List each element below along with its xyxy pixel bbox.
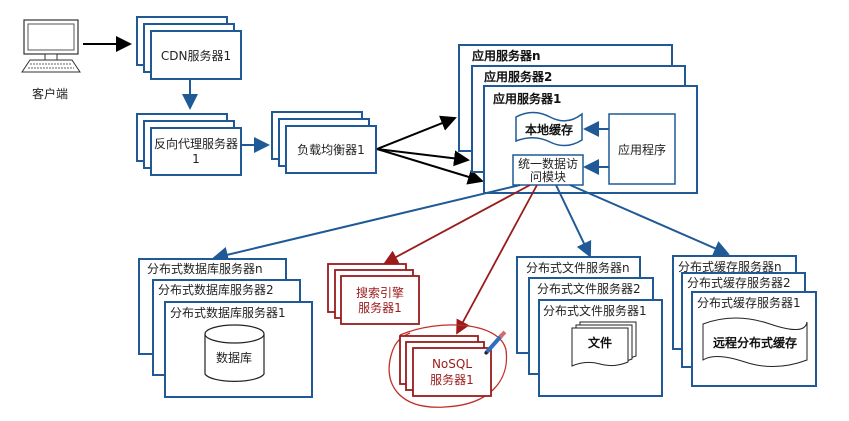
application-label: 应用程序 xyxy=(618,142,666,157)
database-label: 数据库 xyxy=(216,350,252,365)
file-document-icon xyxy=(571,321,637,367)
file-server-1-label: 分布式文件服务器1 xyxy=(543,303,647,318)
search-label-1: 搜索引擎 xyxy=(356,285,404,300)
to-file-arrow xyxy=(555,184,592,258)
nosql-label-1: NoSQL xyxy=(432,357,472,371)
search-label-2: 服务器1 xyxy=(358,300,402,315)
data-access-label-1: 统一数据访 xyxy=(518,156,578,171)
cache-server-2-label: 分布式缓存服务器2 xyxy=(687,275,791,290)
remote-cache-label: 远程分布式缓存 xyxy=(713,335,797,350)
search-server-stack[interactable]: 搜索引擎 服务器1 xyxy=(327,263,420,325)
load-balancer-label: 负载均衡器1 xyxy=(297,143,365,157)
reverse-proxy-label-2: 1 xyxy=(192,152,200,166)
file-server-2-label: 分布式文件服务器2 xyxy=(537,281,641,296)
reverse-proxy-stack[interactable]: 反向代理服务器 1 xyxy=(136,113,242,176)
data-access-label-2: 问模块 xyxy=(530,170,566,184)
to-search-arrow xyxy=(383,184,531,264)
to-cache-arrow xyxy=(569,184,730,256)
file-label: 文件 xyxy=(588,335,612,350)
to-nosql-arrow xyxy=(456,184,538,335)
app-server-1-label: 应用服务器1 xyxy=(493,91,561,106)
reverse-proxy-label-1: 反向代理服务器 xyxy=(154,136,238,151)
file-server-n-label: 分布式文件服务器n xyxy=(526,260,630,275)
nosql-server-stack[interactable]: NoSQL 服务器1 xyxy=(388,324,508,408)
client-label: 客户端 xyxy=(32,86,68,101)
load-balancer-stack[interactable]: 负载均衡器1 xyxy=(271,111,377,174)
annotation-circle xyxy=(388,324,508,408)
cache-server-n-label: 分布式缓存服务器n xyxy=(678,259,782,274)
lb-to-app-2-arrow xyxy=(376,148,470,167)
db-server-1-label: 分布式数据库服务器1 xyxy=(170,305,286,320)
app-server-2-label: 应用服务器2 xyxy=(484,69,552,84)
local-cache-icon: 本地缓存 xyxy=(515,111,583,147)
database-cylinder-icon xyxy=(204,324,265,382)
app-server-n-label: 应用服务器n xyxy=(472,48,541,63)
cdn-server-stack[interactable]: CDN服务器1 xyxy=(136,16,242,80)
pencil-icon xyxy=(483,330,507,356)
db-server-2-label: 分布式数据库服务器2 xyxy=(158,282,274,297)
application-box[interactable] xyxy=(608,113,676,185)
client-computer-icon xyxy=(21,19,81,73)
local-cache-label: 本地缓存 xyxy=(525,122,573,137)
cache-server-1-label: 分布式缓存服务器1 xyxy=(697,295,801,310)
remote-cache-icon xyxy=(702,317,808,368)
cdn-label: CDN服务器1 xyxy=(161,48,231,63)
lb-to-app-n-arrow xyxy=(376,115,457,150)
nosql-label-2: 服务器1 xyxy=(430,372,474,387)
lb-to-app-1-arrow xyxy=(376,148,484,185)
db-server-n-label: 分布式数据库服务器n xyxy=(147,261,263,276)
file-server-stack[interactable]: 分布式文件服务器n 分布式文件服务器2 分布式文件服务器1 xyxy=(516,256,663,397)
to-db-arrow xyxy=(212,184,521,263)
data-access-module[interactable] xyxy=(512,154,584,186)
